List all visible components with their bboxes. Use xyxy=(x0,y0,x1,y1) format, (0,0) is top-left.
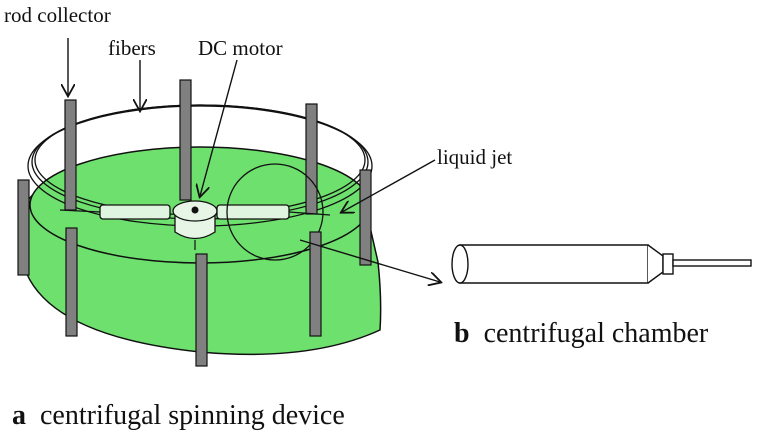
rod xyxy=(17,179,30,276)
caption-b: b centrifugal chamber xyxy=(454,320,708,348)
rod xyxy=(179,79,192,201)
rod xyxy=(65,227,78,337)
liquid-jet-arrow xyxy=(342,159,436,212)
chamber-collar xyxy=(662,253,674,275)
centrifugal-chamber xyxy=(451,244,752,284)
centrifugal-arm xyxy=(59,204,331,220)
chamber-needle xyxy=(672,259,752,267)
chamber-callout-arrow xyxy=(299,239,440,282)
chamber-taper xyxy=(647,244,664,284)
dc-motor-label: DC motor xyxy=(198,36,283,60)
pointer-arrows xyxy=(68,38,440,282)
spinning-device xyxy=(17,79,382,367)
rod-collectors-front xyxy=(17,169,372,367)
dc-motor-arrow xyxy=(200,59,238,196)
caption-a: a centrifugal spinning device xyxy=(12,402,345,430)
rod-collector-label: rod collector xyxy=(4,3,111,27)
rod xyxy=(64,99,77,211)
dc-motor xyxy=(172,200,218,250)
chamber-end xyxy=(451,244,469,284)
liquid-jet-label: liquid jet xyxy=(437,145,513,169)
chamber-body xyxy=(459,244,649,284)
caption-b-text: centrifugal chamber xyxy=(483,318,709,349)
rod xyxy=(195,253,208,367)
caption-b-letter: b xyxy=(454,318,470,349)
rod xyxy=(305,103,318,215)
detail-circle xyxy=(226,163,324,261)
caption-a-text: centrifugal spinning device xyxy=(40,400,345,431)
rod xyxy=(359,169,372,266)
fibers-label: fibers xyxy=(108,36,156,60)
rod xyxy=(309,231,322,337)
caption-a-letter: a xyxy=(12,400,26,431)
